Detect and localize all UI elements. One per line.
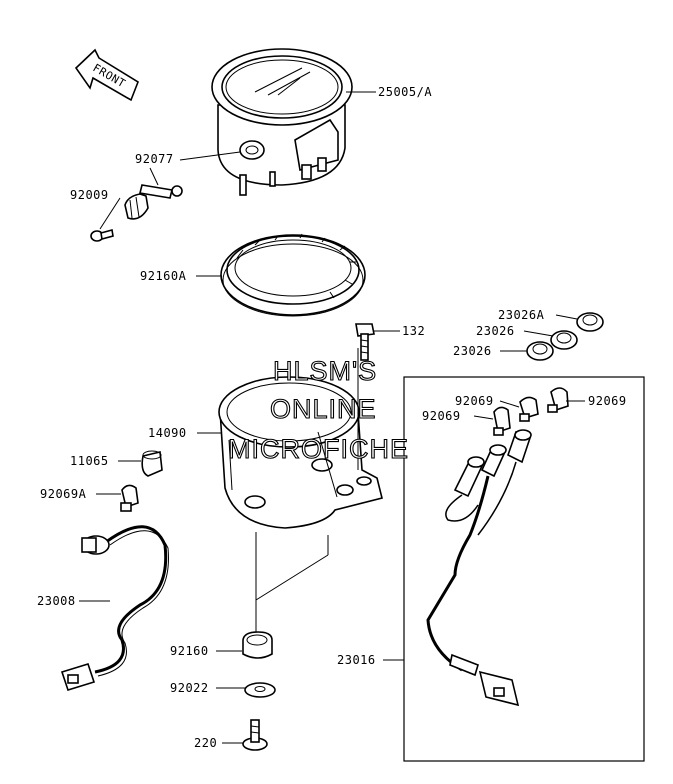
grommet-23026-lower	[526, 341, 554, 361]
label-11065: 11065	[70, 454, 109, 468]
bulb-92069-b	[519, 396, 539, 422]
screw-part	[90, 228, 114, 242]
cable-adapter-part	[124, 184, 183, 220]
label-92022: 92022	[170, 681, 209, 695]
watermark-line-2: ONLINE	[270, 394, 377, 424]
bolt-part	[355, 323, 375, 361]
washer-part	[244, 682, 276, 698]
speedometer-meter-assembly	[211, 48, 353, 196]
bulb-92069A	[120, 484, 139, 512]
label-23008: 23008	[37, 594, 76, 608]
watermark: HLSM'S ONLINE MICROFICHE	[227, 355, 409, 464]
harness-box	[403, 376, 645, 762]
cap-part	[141, 450, 163, 477]
grommet-23026A	[576, 312, 604, 332]
label-23026A: 23026A	[498, 308, 545, 322]
label-92009: 92009	[70, 188, 109, 202]
harness-23016	[426, 429, 532, 707]
watermark-line-1: HLSM'S	[273, 356, 377, 386]
bulb-92069-a	[493, 406, 511, 436]
meter-case-part	[218, 376, 383, 529]
screw-220-part	[242, 719, 268, 751]
rubber-ring-part	[220, 233, 366, 317]
label-92069-upper: 92069	[455, 394, 494, 408]
label-25005-A: 25005/A	[378, 85, 432, 99]
label-23016: 23016	[337, 653, 376, 667]
damper-part	[242, 631, 273, 659]
label-92160A: 92160A	[140, 269, 187, 283]
bulb-92069-c	[547, 387, 569, 413]
socket-wire-23008	[60, 525, 169, 691]
label-220: 220	[194, 736, 217, 750]
front-arrow: FRONT	[74, 48, 139, 102]
label-92160: 92160	[170, 644, 209, 658]
grommet-23026-upper	[550, 330, 578, 350]
label-92069-lower: 92069	[422, 409, 461, 423]
watermark-line-3: MICROFICHE	[228, 434, 409, 464]
label-14090: 14090	[148, 426, 187, 440]
label-132: 132	[402, 324, 425, 338]
label-92077: 92077	[135, 152, 174, 166]
label-23026-upper: 23026	[476, 324, 515, 338]
label-92069A: 92069A	[40, 487, 87, 501]
label-23026-lower: 23026	[453, 344, 492, 358]
label-92069-right: 92069	[588, 394, 627, 408]
